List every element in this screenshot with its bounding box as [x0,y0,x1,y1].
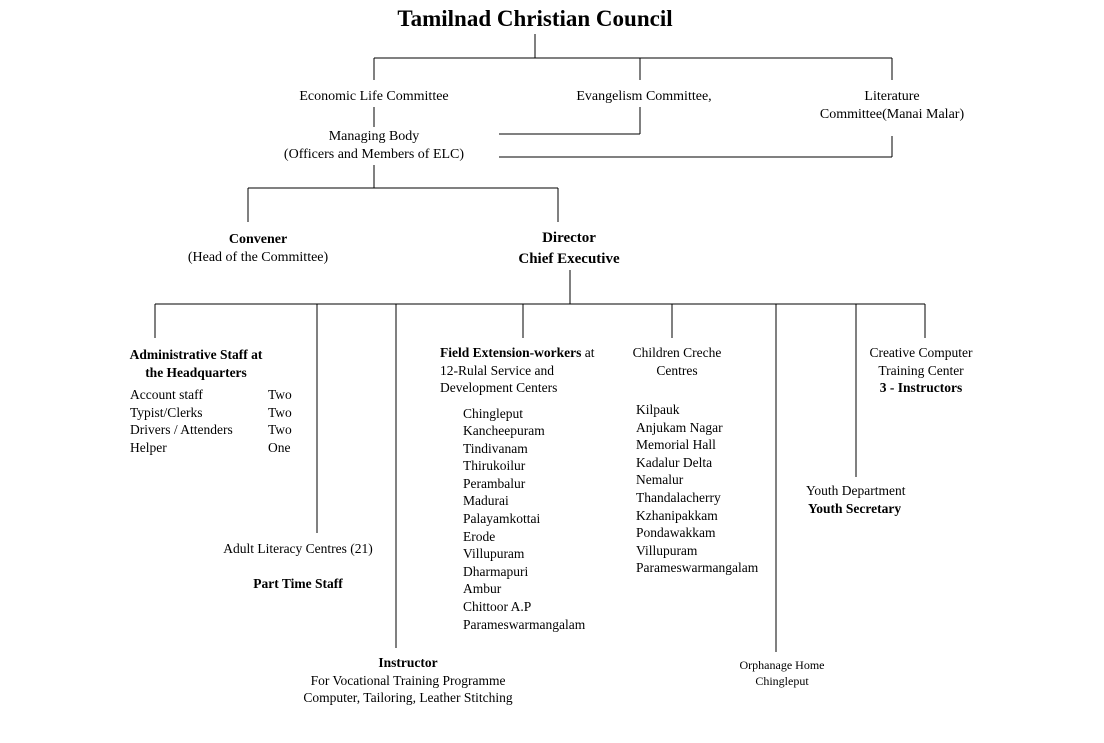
staff-count: Two [268,422,292,437]
youth-subtitle: Youth Secretary [808,500,902,516]
instructor-title: Instructor [378,655,438,670]
orphanage: Orphanage Home Chingleput [714,657,850,689]
field-extension-heading-rest: at [581,345,595,360]
list-item: Kadalur Delta [636,454,713,470]
convener-subtitle: (Head of the Committee) [187,249,329,265]
literature-committee: Literature Committee(Manai Malar) [772,88,1012,123]
list-item: Memorial Hall [636,437,716,453]
list-item: Dharmapuri [463,563,529,579]
computer-center-instructors: 3 - Instructors [879,380,963,395]
list-item: Parameswarmangalam [636,560,759,576]
literature-committee-line-2: Committee(Manai Malar) [819,106,965,122]
staff-count: Two [268,404,292,420]
adult-literacy-title: Adult Literacy Centres (21) [223,541,373,556]
list-item: Erode [463,528,496,544]
creche-heading-line-1: Children Creche [632,345,722,360]
instructor: Instructor For Vocational Training Progr… [268,654,548,707]
list-item: Pondawakkam [636,525,716,541]
creche-heading-line-2: Centres [656,362,698,378]
creche-centres-list: Kilpauk Anjukam Nagar Memorial Hall Kada… [636,401,758,577]
managing-body-title: Managing Body [328,129,420,144]
youth-title: Youth Department [806,483,906,498]
list-item: Perambalur [463,475,526,491]
computer-center-line-2: Training Center [878,362,964,378]
literature-committee-line-1: Literature [864,89,920,104]
adult-literacy-subtitle: Part Time Staff [253,575,343,591]
field-extension-heading-line-3: Development Centers [440,380,558,395]
list-item: Villupuram [636,542,698,558]
staff-row: Account staff Two [130,386,292,404]
list-item: Chingleput [463,405,523,421]
field-extension-heading-bold: Field Extension-workers [440,345,582,360]
managing-body-subtitle: (Officers and Members of ELC) [283,146,465,162]
evangelism-committee: Evangelism Committee, [576,89,712,104]
orphanage-location: Chingleput [755,674,809,688]
admin-staff-table: Account staff Two Typist/Clerks Two Driv… [130,386,292,456]
field-extension: Field Extension-workers at 12-Rulal Serv… [440,344,595,633]
managing-body: Managing Body (Officers and Members of E… [244,128,504,163]
field-extension-heading-line-2: 12-Rulal Service and [440,362,554,378]
list-item: Kilpauk [636,402,680,417]
staff-row: Helper One [130,439,292,457]
list-item: Palayamkottai [463,511,541,527]
economic-life-committee: Economic Life Committee [299,89,449,104]
list-item: Anjukam Nagar [636,419,723,435]
convener-title: Convener [228,232,288,247]
list-item: Madurai [463,493,509,509]
admin-staff-heading-line-2: the Headquarters [145,364,247,380]
admin-staff-heading-line-1: Administrative Staff at [129,347,263,362]
staff-role: Drivers / Attenders [130,422,233,437]
list-item: Thirukoilur [463,458,526,474]
staff-row: Drivers / Attenders Two [130,421,292,439]
creche-heading: Children Creche Centres [622,344,732,379]
computer-center: Creative Computer Training Center 3 - In… [852,344,990,397]
staff-count: Two [268,387,292,402]
staff-role: Helper [130,439,167,455]
list-item: Thandalacherry [636,489,721,505]
instructor-line-1: For Vocational Training Programme [310,672,506,688]
instructor-line-2: Computer, Tailoring, Leather Stitching [303,690,513,705]
youth-department: Youth Department Youth Secretary [806,482,906,517]
orphanage-title: Orphanage Home [739,658,825,672]
director-subtitle: Chief Executive [518,251,620,267]
director: Director Chief Executive [474,228,664,270]
adult-literacy: Adult Literacy Centres (21) Part Time St… [200,540,396,592]
list-item: Tindivanam [463,440,528,456]
computer-center-line-1: Creative Computer [869,345,973,360]
list-item: Kzhanipakkam [636,507,718,523]
list-item: Villupuram [463,546,525,562]
staff-role: Account staff [130,387,203,402]
admin-staff-heading: Administrative Staff at the Headquarters [110,346,282,381]
admin-staff: Administrative Staff at the Headquarters… [110,346,292,456]
list-item: Ambur [463,581,502,597]
convener: Convener (Head of the Committee) [148,231,368,266]
list-item: Parameswarmangalam [463,616,586,632]
list-item: Nemalur [636,472,684,488]
field-extension-heading: Field Extension-workers at [440,344,595,362]
list-item: Kancheepuram [463,423,545,439]
staff-role: Typist/Clerks [130,404,203,420]
staff-count: One [268,439,291,455]
field-centers-list: Chingleput Kancheepuram Tindivanam Thiru… [463,405,595,634]
staff-row: Typist/Clerks Two [130,404,292,422]
director-title: Director [542,230,596,246]
chart-title: Tamilnad Christian Council [397,6,673,31]
list-item: Chittoor A.P [463,599,532,615]
